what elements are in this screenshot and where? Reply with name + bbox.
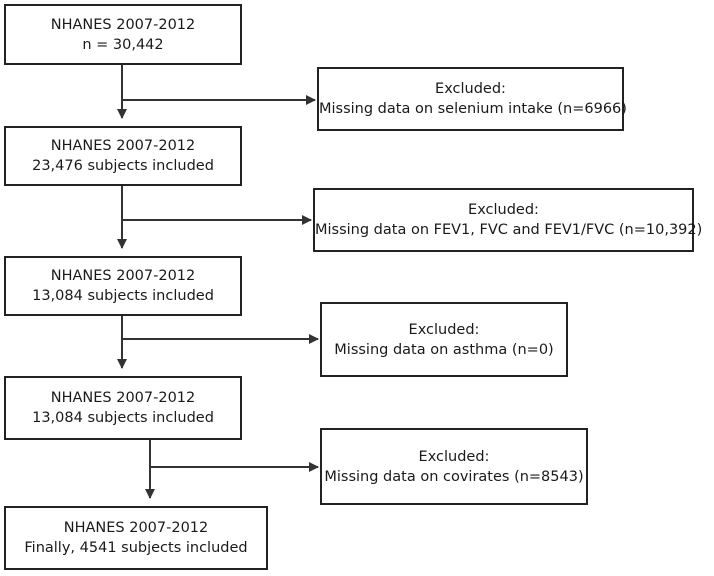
step-box-4: NHANES 2007-2012 13,084 subjects include…: [4, 376, 242, 440]
step-4-title: NHANES 2007-2012: [50, 390, 196, 406]
step-1-title: NHANES 2007-2012: [50, 16, 196, 33]
step-1-count: n = 30,442: [82, 36, 164, 53]
exclusion-3-detail: Missing data on asthma (n=0): [334, 341, 554, 358]
exclusion-2-heading: Excluded:: [468, 202, 539, 218]
step-5-count: Finally, 4541 subjects included: [24, 540, 248, 556]
step-5-title: NHANES 2007-2012: [63, 520, 209, 536]
exclusion-4-heading: Excluded:: [418, 448, 490, 465]
exclusion-2-detail: Missing data on FEV1, FVC and FEV1/FVC (…: [315, 222, 703, 238]
step-2-title: NHANES 2007-2012: [50, 138, 196, 154]
exclusion-box-2: Excluded: Missing data on FEV1, FVC and …: [313, 188, 703, 252]
exclusion-box-1: Excluded: Missing data on selenium intak…: [317, 67, 627, 131]
step-box-5: NHANES 2007-2012 Finally, 4541 subjects …: [4, 506, 268, 570]
exclusion-1-heading: Excluded:: [435, 81, 506, 97]
exclusion-box-4: Excluded: Missing data on covirates (n=8…: [320, 428, 588, 505]
step-3-title: NHANES 2007-2012: [50, 268, 196, 284]
step-box-3: NHANES 2007-2012 13,084 subjects include…: [4, 256, 242, 316]
step-4-count: 13,084 subjects included: [32, 410, 214, 426]
exclusion-1-detail: Missing data on selenium intake (n=6966): [319, 101, 627, 117]
step-box-2: NHANES 2007-2012 23,476 subjects include…: [4, 126, 242, 186]
exclusion-4-detail: Missing data on covirates (n=8543): [324, 468, 584, 485]
exclusion-3-heading: Excluded:: [408, 321, 480, 338]
step-3-count: 13,084 subjects included: [32, 288, 214, 304]
step-box-1: NHANES 2007-2012 n = 30,442: [4, 4, 242, 65]
exclusion-box-3: Excluded: Missing data on asthma (n=0): [320, 302, 568, 377]
step-2-count: 23,476 subjects included: [32, 158, 214, 174]
